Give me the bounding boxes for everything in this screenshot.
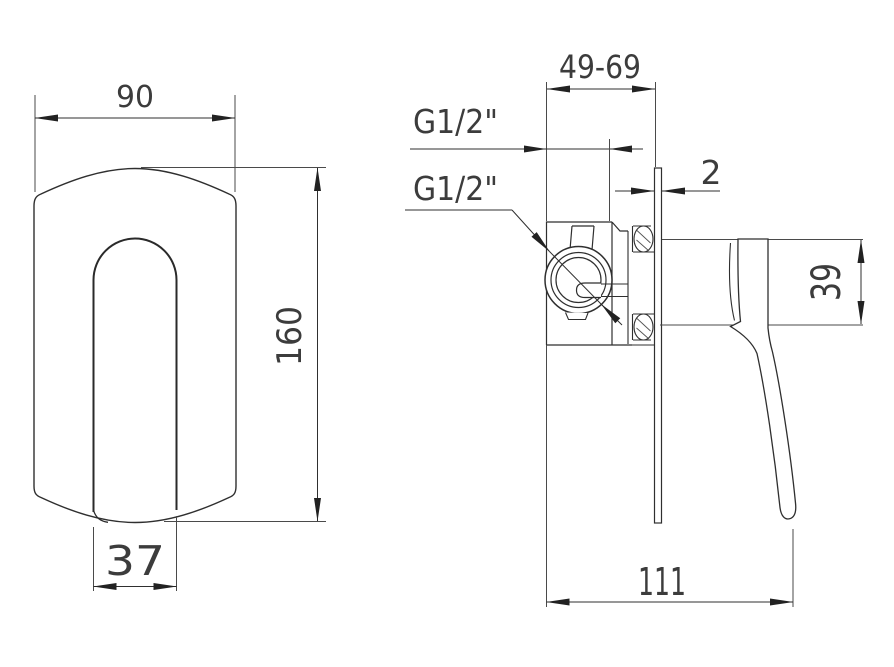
trim-and-handle: [660, 238, 863, 520]
side-view: 49-69 G1/2" G1/2" 2 39: [405, 48, 865, 607]
port-diameter-line: [549, 251, 602, 305]
inlet-port-middle-ring: [550, 251, 607, 309]
cartridge-slot: [575, 282, 601, 299]
handle-lever: [729, 238, 797, 520]
wall-plate: [653, 167, 663, 524]
dim-depth-range: 49-69: [546, 48, 656, 221]
screw-hatch: [636, 318, 651, 340]
screw-head: [633, 313, 654, 341]
dim-cutout-width: 37: [93, 516, 177, 591]
cutout-width-label: 37: [105, 537, 165, 585]
leader-line: [601, 304, 623, 326]
mounting-screw-bottom: [633, 313, 654, 341]
front-view: 90 160 37: [33, 80, 326, 591]
dim-plate-thickness: 2: [615, 153, 722, 195]
valve-body-outline: [545, 221, 632, 346]
dim-front-width: 90: [34, 80, 236, 192]
front-width-label: 90: [116, 80, 154, 115]
trim-diameter-label: 39: [804, 263, 850, 301]
mounting-flange: [601, 225, 654, 346]
total-depth-label: 111: [638, 560, 686, 604]
dim-front-height: 160: [141, 167, 326, 522]
handle-cutout-outline: [92, 237, 178, 512]
valve-body: [544, 221, 654, 346]
leader-arrowhead: [609, 145, 632, 153]
screw-head: [633, 225, 654, 253]
leader-arrowhead: [524, 145, 547, 153]
inlet-thread-label: G1/2": [413, 169, 498, 208]
outlet-thread-label: G1/2": [413, 102, 498, 141]
trim-cap-edge: [728, 242, 736, 321]
leader-line: [511, 209, 550, 252]
inlet-port-inner-ring: [555, 256, 602, 304]
port-bottom-tab: [564, 312, 589, 321]
mounting-screw-top: [633, 225, 654, 253]
depth-range-label: 49-69: [559, 48, 641, 86]
front-height-label: 160: [270, 306, 310, 366]
dim-trim-diameter: 39: [804, 239, 865, 325]
faceplate-outline: [33, 167, 237, 524]
outlet-thread-callout: G1/2": [410, 102, 643, 221]
screw-hatch: [636, 230, 651, 252]
plate-thickness-label: 2: [701, 153, 722, 192]
dim-total-depth: 111: [546, 345, 794, 607]
inlet-thread-callout: G1/2": [405, 169, 623, 326]
handle-cutout-bottom-tail: [92, 509, 109, 523]
